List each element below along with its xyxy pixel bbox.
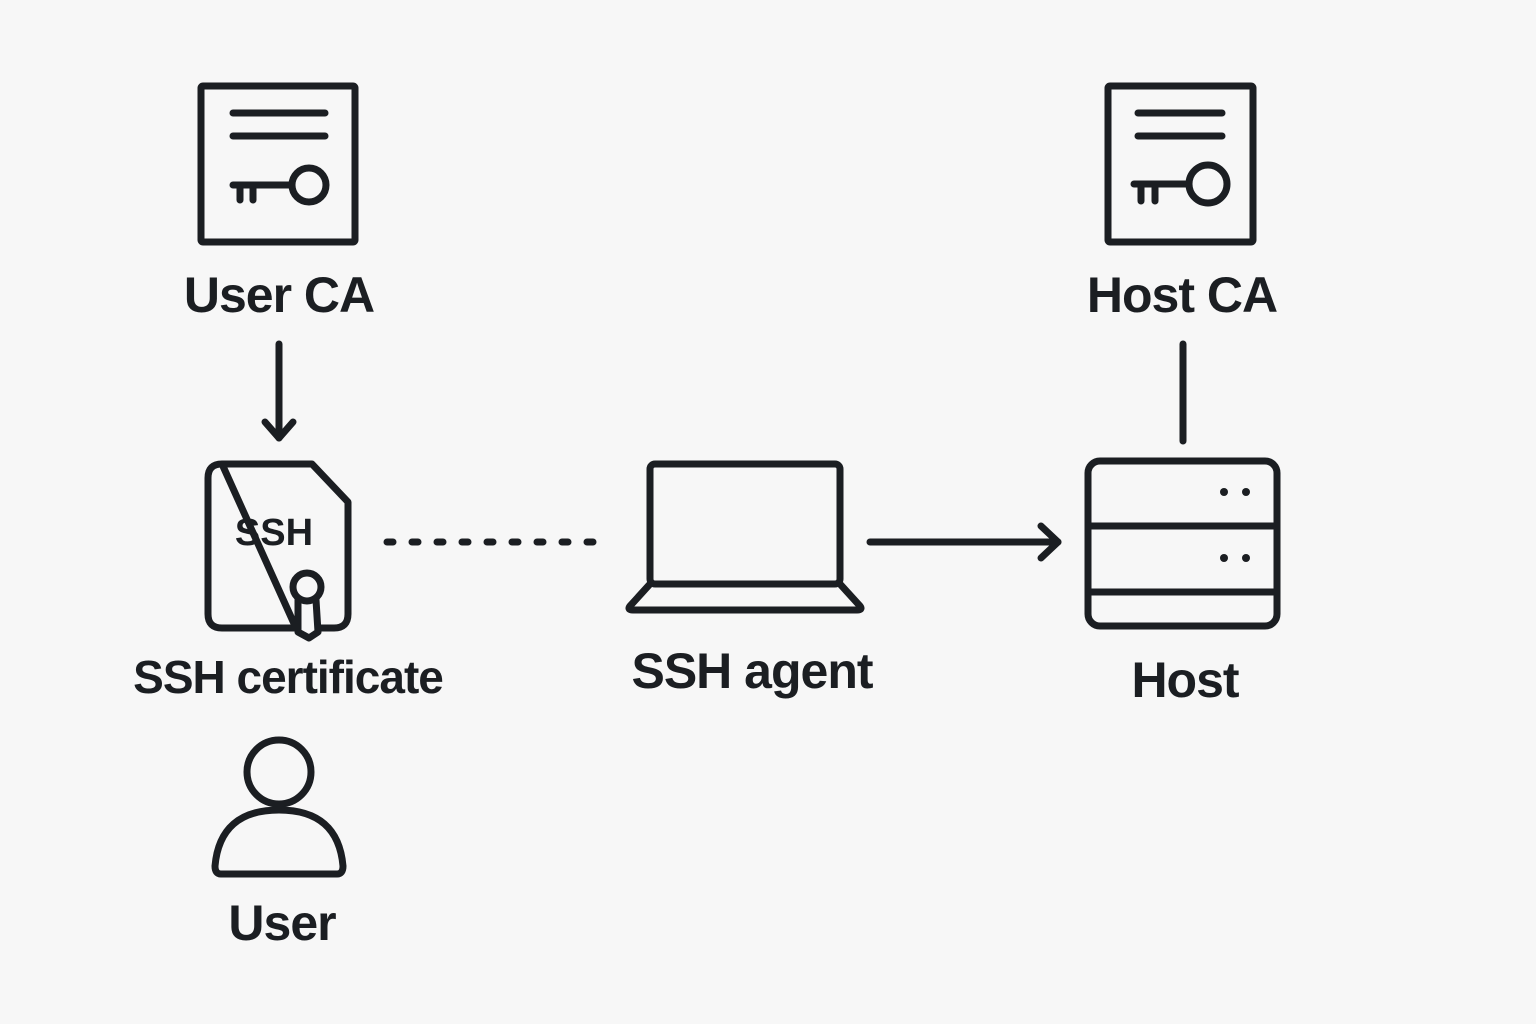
laptop-icon <box>625 460 865 614</box>
arrow-agent-to-host <box>866 522 1062 562</box>
server-icon <box>1084 457 1281 630</box>
host-label: Host <box>1131 652 1239 708</box>
ssh-certificate-file-icon <box>204 460 352 642</box>
ssh-badge-text: SSH <box>235 512 313 554</box>
arrow-user-ca-to-certificate <box>261 340 297 442</box>
user-label: User <box>228 895 336 951</box>
server-status-dots <box>1220 488 1250 562</box>
host-ca-certificate-icon <box>1104 82 1257 246</box>
ssh-agent-label: SSH agent <box>631 643 873 699</box>
user-ca-certificate-icon <box>197 82 359 246</box>
ssh-certificate-label: SSH certificate <box>133 651 444 703</box>
user-ca-label: User CA <box>183 267 375 323</box>
user-icon <box>211 736 347 878</box>
host-ca-label: Host CA <box>1086 267 1278 323</box>
